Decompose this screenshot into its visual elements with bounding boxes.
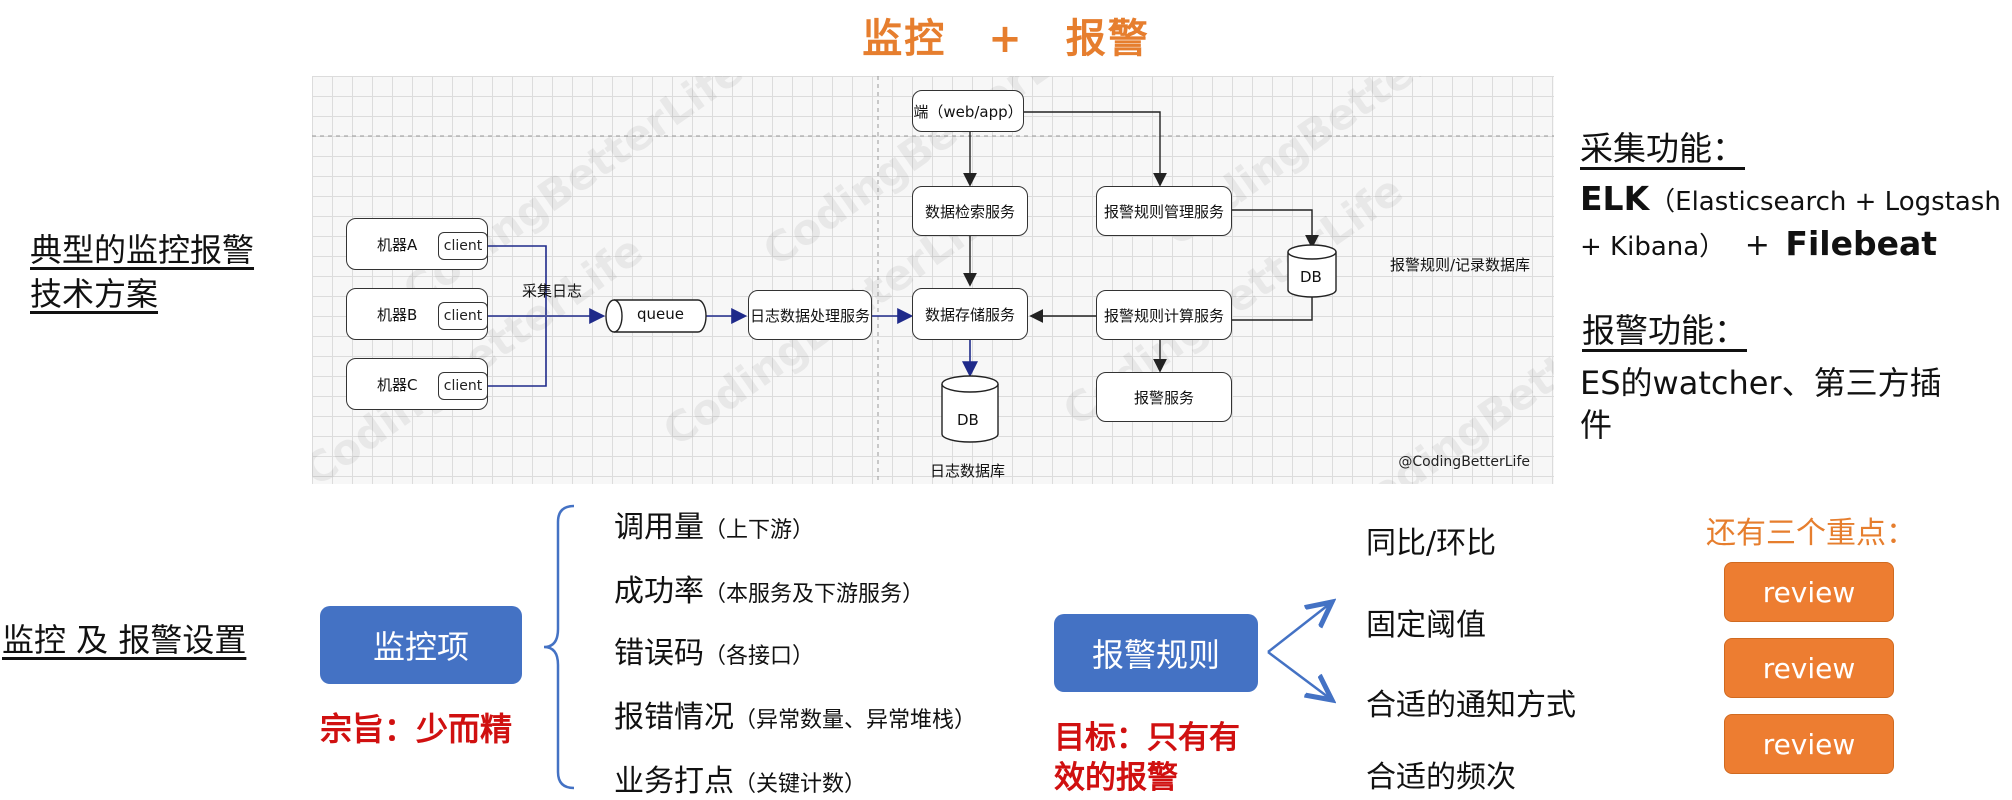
- endpoint-web-app: 端（web/app）: [912, 90, 1024, 132]
- heading-line-1: 典型的监控报警: [30, 231, 255, 269]
- queue-cylinder: [605, 299, 707, 333]
- review-button-1[interactable]: review: [1724, 562, 1894, 622]
- branch-arrows: [1267, 588, 1342, 708]
- monitor-item-business-tracking: 业务打点（关键计数）: [614, 756, 866, 800]
- rule-db-cylinder: [1287, 244, 1337, 298]
- alert-goal-line-1: 目标：只有有: [1054, 720, 1240, 756]
- collect-function-detail: ELK（Elasticsearch + Logstash + Kibana） +…: [1580, 178, 2001, 268]
- heading-line-2: 技术方案: [30, 275, 159, 313]
- alert-rule-calculation-service: 报警规则计算服务: [1096, 290, 1232, 340]
- rule-db-caption: 报警规则/记录数据库: [1390, 256, 1531, 274]
- item-sub: （上下游）: [704, 518, 815, 543]
- curly-brace: [543, 504, 575, 790]
- monitor-items-button[interactable]: 监控项: [320, 606, 522, 684]
- item-main: 调用量: [614, 510, 704, 545]
- client-b: client: [438, 302, 488, 330]
- connector-client-a: [488, 245, 547, 315]
- alert-rule-management-service: 报警规则管理服务: [1096, 186, 1232, 236]
- elk-detail-1: （Elasticsearch + Logstash: [1649, 187, 2001, 217]
- log-processing-service: 日志数据处理服务: [748, 290, 872, 340]
- alert-function-detail: ES的watcher、第三方插 件: [1580, 362, 1942, 446]
- log-db-cylinder: [941, 375, 999, 443]
- monitor-purpose-text: 宗旨：少而精: [320, 710, 513, 748]
- item-sub: （异常数量、异常堆栈）: [734, 708, 977, 733]
- collect-logs-label: 采集日志: [522, 282, 583, 300]
- item-sub: （关键计数）: [734, 772, 867, 797]
- item-sub: （各接口）: [704, 644, 815, 669]
- watermark-tag: @CodingBetterLife: [1398, 454, 1530, 470]
- page-title: 监控 + 报警: [862, 16, 1150, 62]
- review-button-2[interactable]: review: [1724, 638, 1894, 698]
- machine-c-label: 机器C: [377, 375, 418, 394]
- alert-goal-text: 目标：只有有 效的报警: [1054, 718, 1240, 798]
- monitor-item-error-status: 报错情况（异常数量、异常堆栈）: [614, 692, 976, 736]
- elk-label: ELK: [1580, 179, 1650, 218]
- log-db-caption: 日志数据库: [930, 462, 1006, 480]
- alert-service: 报警服务: [1096, 372, 1232, 422]
- heading-monitor-alert-settings: 监控 及 报警设置: [2, 621, 247, 659]
- filebeat-label: Filebeat: [1785, 224, 1937, 263]
- item-main: 成功率: [614, 574, 704, 609]
- alert-function-title: 报警功能：: [1582, 311, 1747, 350]
- item-main: 错误码: [614, 636, 704, 671]
- machine-b-label: 机器B: [377, 305, 418, 324]
- arrow-mgmt-to-rule-db: [1218, 209, 1319, 249]
- machine-a-label: 机器A: [377, 235, 418, 254]
- alert-rules-button[interactable]: 报警规则: [1054, 614, 1258, 692]
- monitor-item-call-volume: 调用量（上下游）: [614, 502, 814, 546]
- alert-detail-line-2: 件: [1580, 406, 1613, 444]
- diagram-connectors: [312, 76, 1554, 484]
- architecture-diagram: CodingBetterLife CodingBetterLife Coding…: [312, 76, 1554, 484]
- rule-fixed-threshold: 固定阈值: [1366, 608, 1486, 643]
- elk-detail-2: + Kibana）: [1580, 232, 1726, 262]
- rule-yoy-mom: 同比/环比: [1366, 526, 1497, 561]
- item-main: 业务打点: [614, 764, 734, 799]
- connector-client-c: [488, 317, 547, 387]
- rule-frequency: 合适的频次: [1366, 760, 1516, 795]
- rule-db-text: DB: [1300, 268, 1322, 286]
- queue-label: queue: [637, 305, 684, 323]
- log-db-text: DB: [957, 411, 979, 429]
- alert-goal-line-2: 效的报警: [1054, 760, 1178, 796]
- heading-typical-solution: 典型的监控报警 技术方案: [30, 228, 254, 316]
- item-main: 报错情况: [614, 700, 734, 735]
- client-c: client: [438, 372, 488, 400]
- review-button-3[interactable]: review: [1724, 714, 1894, 774]
- monitor-item-error-code: 错误码（各接口）: [614, 628, 814, 672]
- rule-notification-method: 合适的通知方式: [1366, 688, 1576, 723]
- arrow-endpoint-to-rule-mgmt: [1024, 111, 1167, 187]
- plus-sign: +: [1744, 228, 1770, 263]
- data-search-service: 数据检索服务: [912, 186, 1028, 236]
- client-a: client: [438, 232, 488, 260]
- key-points-title: 还有三个重点：: [1706, 516, 1916, 551]
- alert-detail-line-1: ES的watcher、第三方插: [1580, 364, 1942, 402]
- item-sub: （本服务及下游服务）: [704, 582, 925, 607]
- collect-function-title: 采集功能：: [1580, 129, 1745, 168]
- data-storage-service: 数据存储服务: [912, 288, 1028, 340]
- monitor-item-success-rate: 成功率（本服务及下游服务）: [614, 566, 924, 610]
